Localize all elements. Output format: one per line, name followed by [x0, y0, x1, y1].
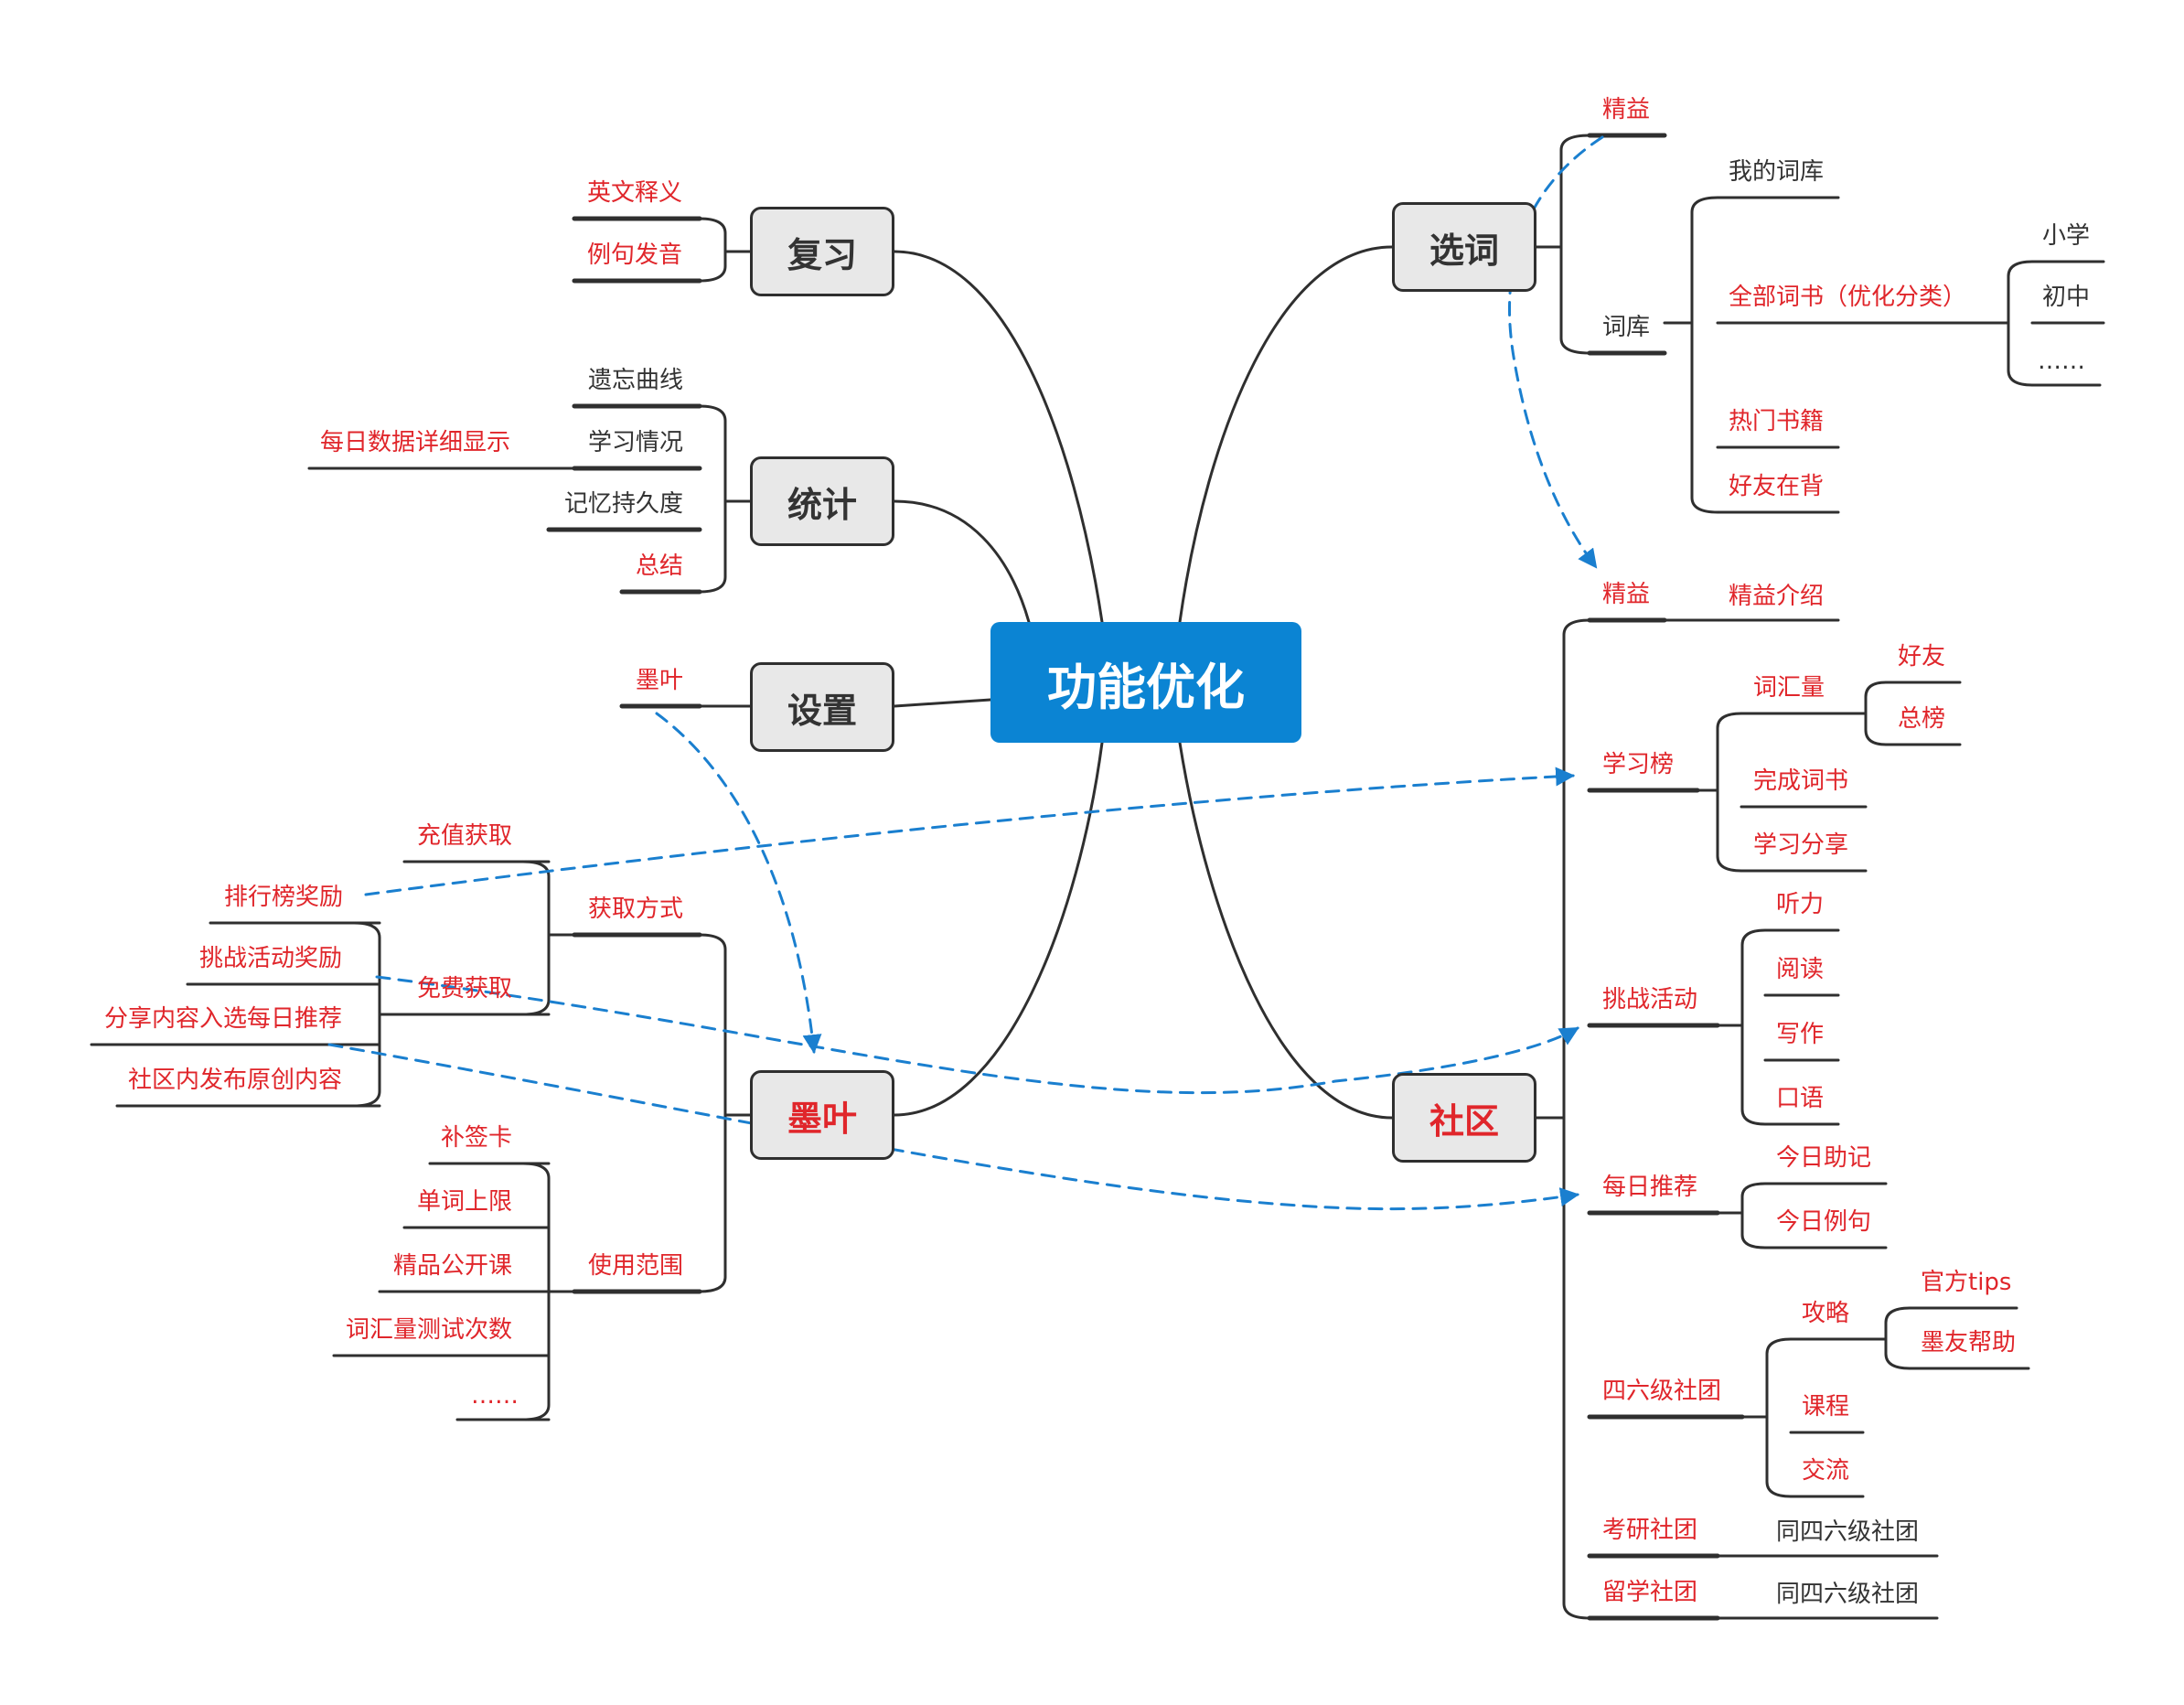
moye-usage-word-limit[interactable]: 单词上限	[417, 1188, 513, 1216]
stats-forgetting-curve[interactable]: 遗忘曲线	[588, 367, 684, 394]
liuxue-note[interactable]: 同四六级社团	[1776, 1581, 1920, 1608]
bracket-moye	[698, 933, 752, 1293]
vocab-overall[interactable]: 总榜	[1898, 705, 1946, 733]
arrow-ranking-board	[364, 767, 1576, 896]
bracket-community	[1535, 618, 1591, 1620]
cet-course[interactable]: 课程	[1802, 1393, 1850, 1421]
curve-stats	[893, 499, 1031, 624]
daily-example[interactable]: 今日例句	[1776, 1208, 1872, 1236]
topic-review[interactable]: 复习	[750, 207, 894, 296]
bracket-board	[1696, 712, 1743, 873]
guide-official-tips[interactable]: 官方tips	[1921, 1269, 2012, 1296]
arrow-jingyi	[1508, 135, 1604, 569]
bracket-cet	[1740, 1337, 1793, 1498]
moye-usage-makeup-card[interactable]: 补签卡	[441, 1124, 513, 1152]
arrow-challenge-reward	[375, 975, 1579, 1095]
topic-stats[interactable]: 统计	[750, 456, 894, 546]
community-daily-pick[interactable]: 每日推荐	[1602, 1174, 1698, 1201]
bracket-acquire	[521, 860, 576, 1016]
community-cet-club[interactable]: 四六级社团	[1602, 1378, 1722, 1405]
level-primary[interactable]: 小学	[2042, 222, 2091, 250]
topic-moye[interactable]: 墨叶	[750, 1070, 894, 1160]
challenge-speaking[interactable]: 口语	[1776, 1085, 1825, 1112]
bracket-challenge	[1716, 928, 1767, 1126]
stats-memory-duration[interactable]: 记忆持久度	[564, 490, 684, 518]
moye-usage-open-course[interactable]: 精品公开课	[393, 1252, 513, 1280]
cet-guide[interactable]: 攻略	[1802, 1300, 1850, 1327]
arrow-daily-pick	[327, 1043, 1580, 1211]
board-vocab[interactable]: 词汇量	[1753, 674, 1825, 702]
community-jingyi-intro[interactable]: 精益介绍	[1729, 583, 1825, 610]
curve-select	[1178, 245, 1394, 624]
challenge-listening[interactable]: 听力	[1776, 891, 1825, 918]
moye-free-ranking-reward[interactable]: 排行榜奖励	[224, 884, 344, 911]
review-english-definition[interactable]: 英文释义	[587, 179, 683, 207]
center-topic[interactable]: 功能优化	[990, 622, 1301, 743]
board-study-share[interactable]: 学习分享	[1753, 831, 1849, 859]
curve-community	[1178, 741, 1394, 1120]
stats-summary[interactable]: 总结	[636, 552, 684, 580]
bracket-review	[698, 217, 752, 283]
moye-free[interactable]: 免费获取	[417, 975, 513, 1003]
moye-usage-more[interactable]: ……	[471, 1382, 519, 1410]
moye-free-original-post[interactable]: 社区内发布原创内容	[128, 1067, 343, 1094]
curve-moye	[893, 741, 1104, 1117]
arrow-settings-moye	[655, 712, 822, 1055]
bracket-ciku	[1663, 196, 1719, 514]
ciku-my-library[interactable]: 我的词库	[1729, 158, 1825, 186]
select-ciku[interactable]: 词库	[1602, 314, 1651, 341]
topic-select-words[interactable]: 选词	[1392, 202, 1536, 292]
moye-free-challenge-reward[interactable]: 挑战活动奖励	[199, 945, 343, 972]
bracket-guide	[1884, 1306, 1911, 1370]
challenge-reading[interactable]: 阅读	[1776, 956, 1825, 983]
bracket-free	[352, 921, 406, 1108]
select-jingyi[interactable]: 精益	[1602, 96, 1651, 123]
moye-free-daily-pick[interactable]: 分享内容入选每日推荐	[104, 1005, 343, 1033]
bracket-daily	[1716, 1182, 1767, 1249]
ciku-friends-studying[interactable]: 好友在背	[1729, 473, 1825, 500]
community-study-board[interactable]: 学习榜	[1602, 751, 1675, 778]
kaoyan-note[interactable]: 同四六级社团	[1776, 1518, 1920, 1546]
moye-acquire-method[interactable]: 获取方式	[588, 895, 684, 923]
ciku-popular-books[interactable]: 热门书籍	[1729, 408, 1825, 435]
daily-mnemonic[interactable]: 今日助记	[1776, 1144, 1872, 1172]
stats-study-status[interactable]: 学习情况	[588, 429, 684, 456]
community-jingyi[interactable]: 精益	[1602, 581, 1651, 608]
level-junior[interactable]: 初中	[2042, 284, 2091, 311]
board-completed-books[interactable]: 完成词书	[1753, 767, 1849, 795]
bracket-levels	[2007, 260, 2034, 387]
moye-usage-scope[interactable]: 使用范围	[588, 1252, 684, 1280]
community-liuxue-club[interactable]: 留学社团	[1602, 1579, 1698, 1606]
settings-moye[interactable]: 墨叶	[636, 667, 684, 694]
bracket-vocab	[1864, 681, 1888, 746]
bracket-usage	[521, 1162, 576, 1421]
vocab-friends[interactable]: 好友	[1898, 643, 1946, 670]
guide-friend-help[interactable]: 墨友帮助	[1921, 1329, 2017, 1356]
stats-daily-detail[interactable]: 每日数据详细显示	[320, 429, 511, 456]
ciku-all-books[interactable]: 全部词书（优化分类）	[1729, 284, 1967, 311]
topic-community[interactable]: 社区	[1392, 1073, 1536, 1163]
moye-usage-vocab-test[interactable]: 词汇量测试次数	[346, 1316, 513, 1344]
level-more[interactable]: ……	[2038, 348, 2085, 375]
review-example-pronunciation[interactable]: 例句发音	[587, 241, 683, 269]
moye-recharge[interactable]: 充值获取	[417, 822, 513, 850]
curve-settings	[893, 698, 992, 708]
topic-settings[interactable]: 设置	[750, 662, 894, 752]
community-kaoyan-club[interactable]: 考研社团	[1602, 1517, 1698, 1544]
cet-exchange[interactable]: 交流	[1802, 1457, 1850, 1485]
challenge-writing[interactable]: 写作	[1776, 1021, 1825, 1048]
curve-review	[893, 250, 1104, 624]
community-challenge[interactable]: 挑战活动	[1602, 986, 1698, 1013]
bracket-stats	[698, 404, 752, 594]
bracket-select	[1535, 134, 1591, 355]
